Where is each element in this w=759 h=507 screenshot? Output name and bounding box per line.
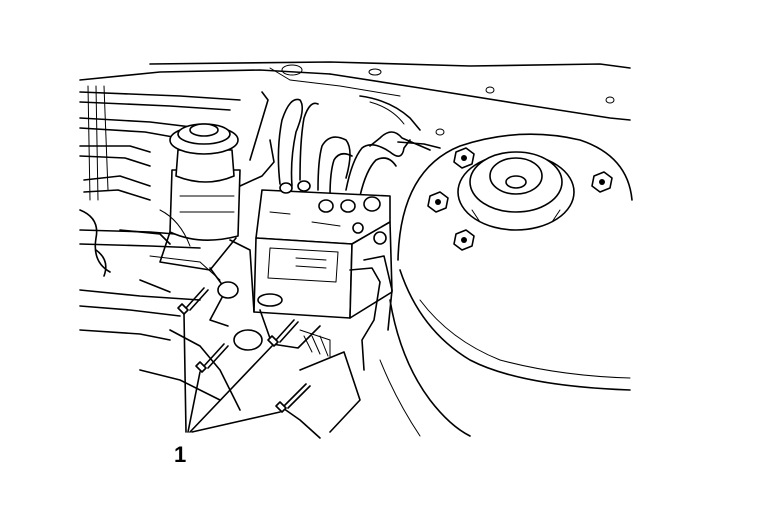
cowl-panel [79, 61, 631, 136]
bolt [195, 343, 229, 373]
lower-structure [79, 209, 221, 341]
bolt [267, 319, 299, 347]
strut-mount-nut [453, 229, 475, 251]
strut-mount-nut [453, 147, 475, 169]
hydraulic-tubes [277, 98, 441, 197]
callout-leader-lines [183, 313, 281, 433]
bolt [275, 383, 311, 413]
strut-tower [379, 133, 633, 437]
strut-mount-nut [591, 171, 613, 193]
bolt [177, 287, 209, 315]
fluid-reservoir [159, 91, 275, 271]
strut-mount-nut [427, 191, 449, 213]
callout-number: 1 [174, 442, 187, 467]
